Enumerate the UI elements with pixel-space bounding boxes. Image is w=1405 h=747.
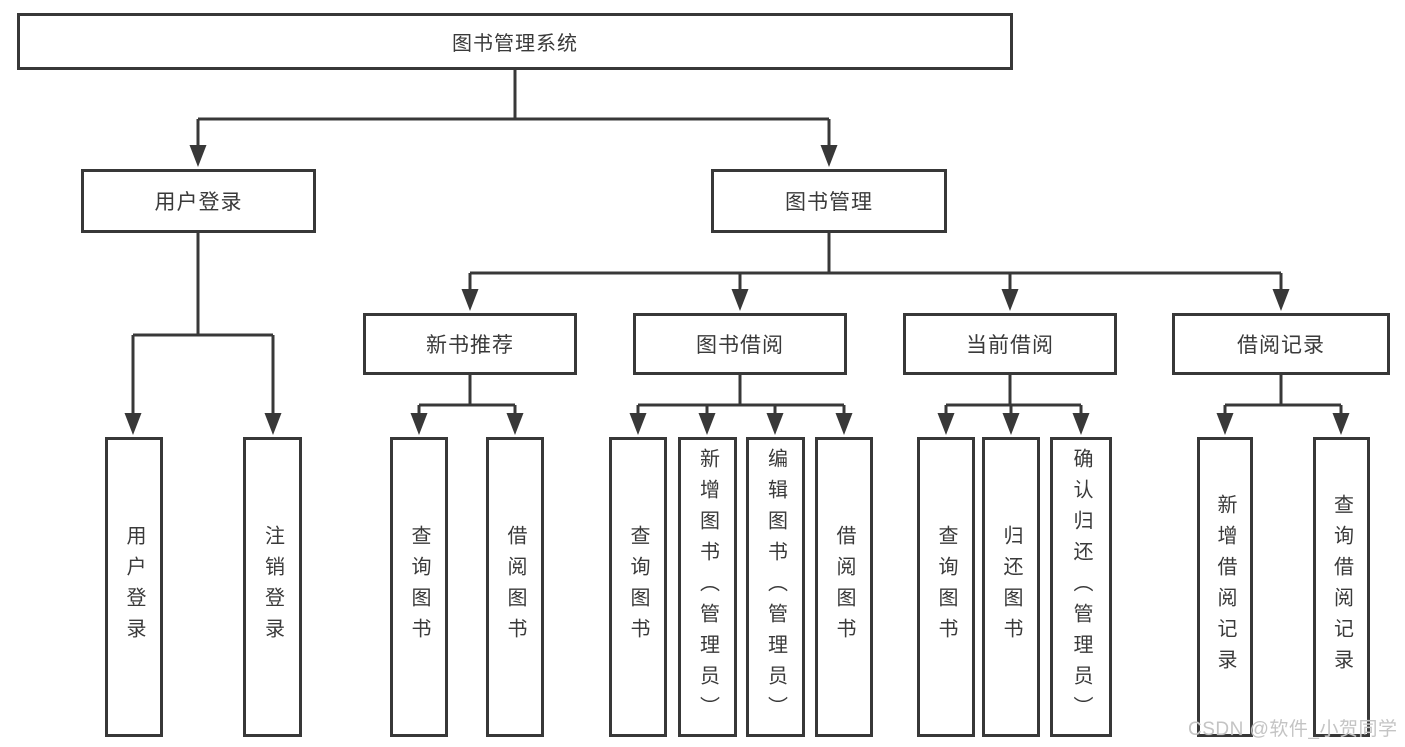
node-borrow-records: 借阅记录	[1172, 313, 1390, 375]
leaf-add-books-admin: 新增图书（管理员）	[678, 437, 737, 737]
node-label: 图书管理	[785, 191, 873, 214]
node-label: 图书管理系统	[452, 33, 578, 55]
node-label: 查询借阅记录	[1330, 494, 1353, 680]
node-current-borrow: 当前借阅	[903, 313, 1117, 375]
node-label: 新增借阅记录	[1214, 494, 1236, 680]
node-label: 借阅记录	[1237, 334, 1325, 357]
leaf-return-books: 归还图书	[982, 437, 1040, 737]
leaf-user-login: 用户登录	[105, 437, 163, 737]
leaf-add-borrow-record: 新增借阅记录	[1197, 437, 1253, 737]
csdn-watermark: CSDN @软件_小贺同学	[1188, 719, 1398, 740]
leaf-query-books-recommend: 查询图书	[390, 437, 448, 737]
node-label: 借阅图书	[504, 525, 526, 649]
node-book-borrow: 图书借阅	[633, 313, 847, 375]
node-label: 当前借阅	[966, 334, 1054, 357]
connector-paths	[131, 69, 1343, 415]
arrowheads	[124, 145, 1350, 435]
node-label: 编辑图书（管理员）	[764, 447, 787, 727]
leaf-borrow-books-recommend: 借阅图书	[486, 437, 544, 737]
node-label: 查询图书	[408, 525, 430, 649]
node-label: 归还图书	[1000, 525, 1022, 649]
node-label: 注销登录	[261, 525, 284, 649]
leaf-query-borrow-record: 查询借阅记录	[1313, 437, 1370, 737]
node-label: 新增图书（管理员）	[696, 447, 719, 727]
node-label: 确认归还（管理员）	[1070, 447, 1092, 727]
node-label: 图书借阅	[696, 334, 784, 357]
leaf-confirm-return-admin: 确认归还（管理员）	[1050, 437, 1112, 737]
node-label: 查询图书	[935, 525, 957, 649]
leaf-edit-books-admin: 编辑图书（管理员）	[746, 437, 805, 737]
leaf-borrow-books: 借阅图书	[815, 437, 873, 737]
node-label: 借阅图书	[833, 525, 855, 649]
node-new-book-recommend: 新书推荐	[363, 313, 577, 375]
leaf-logout: 注销登录	[243, 437, 302, 737]
node-label: 查询图书	[627, 525, 649, 649]
node-user-login: 用户登录	[81, 169, 316, 233]
node-label: 用户登录	[154, 191, 243, 214]
leaf-query-books-borrow: 查询图书	[609, 437, 667, 737]
node-label: 新书推荐	[426, 334, 514, 357]
node-book-management: 图书管理	[711, 169, 947, 233]
leaf-query-books-current: 查询图书	[917, 437, 975, 737]
node-label: 用户登录	[123, 525, 145, 649]
node-library-management-system: 图书管理系统	[17, 13, 1013, 70]
